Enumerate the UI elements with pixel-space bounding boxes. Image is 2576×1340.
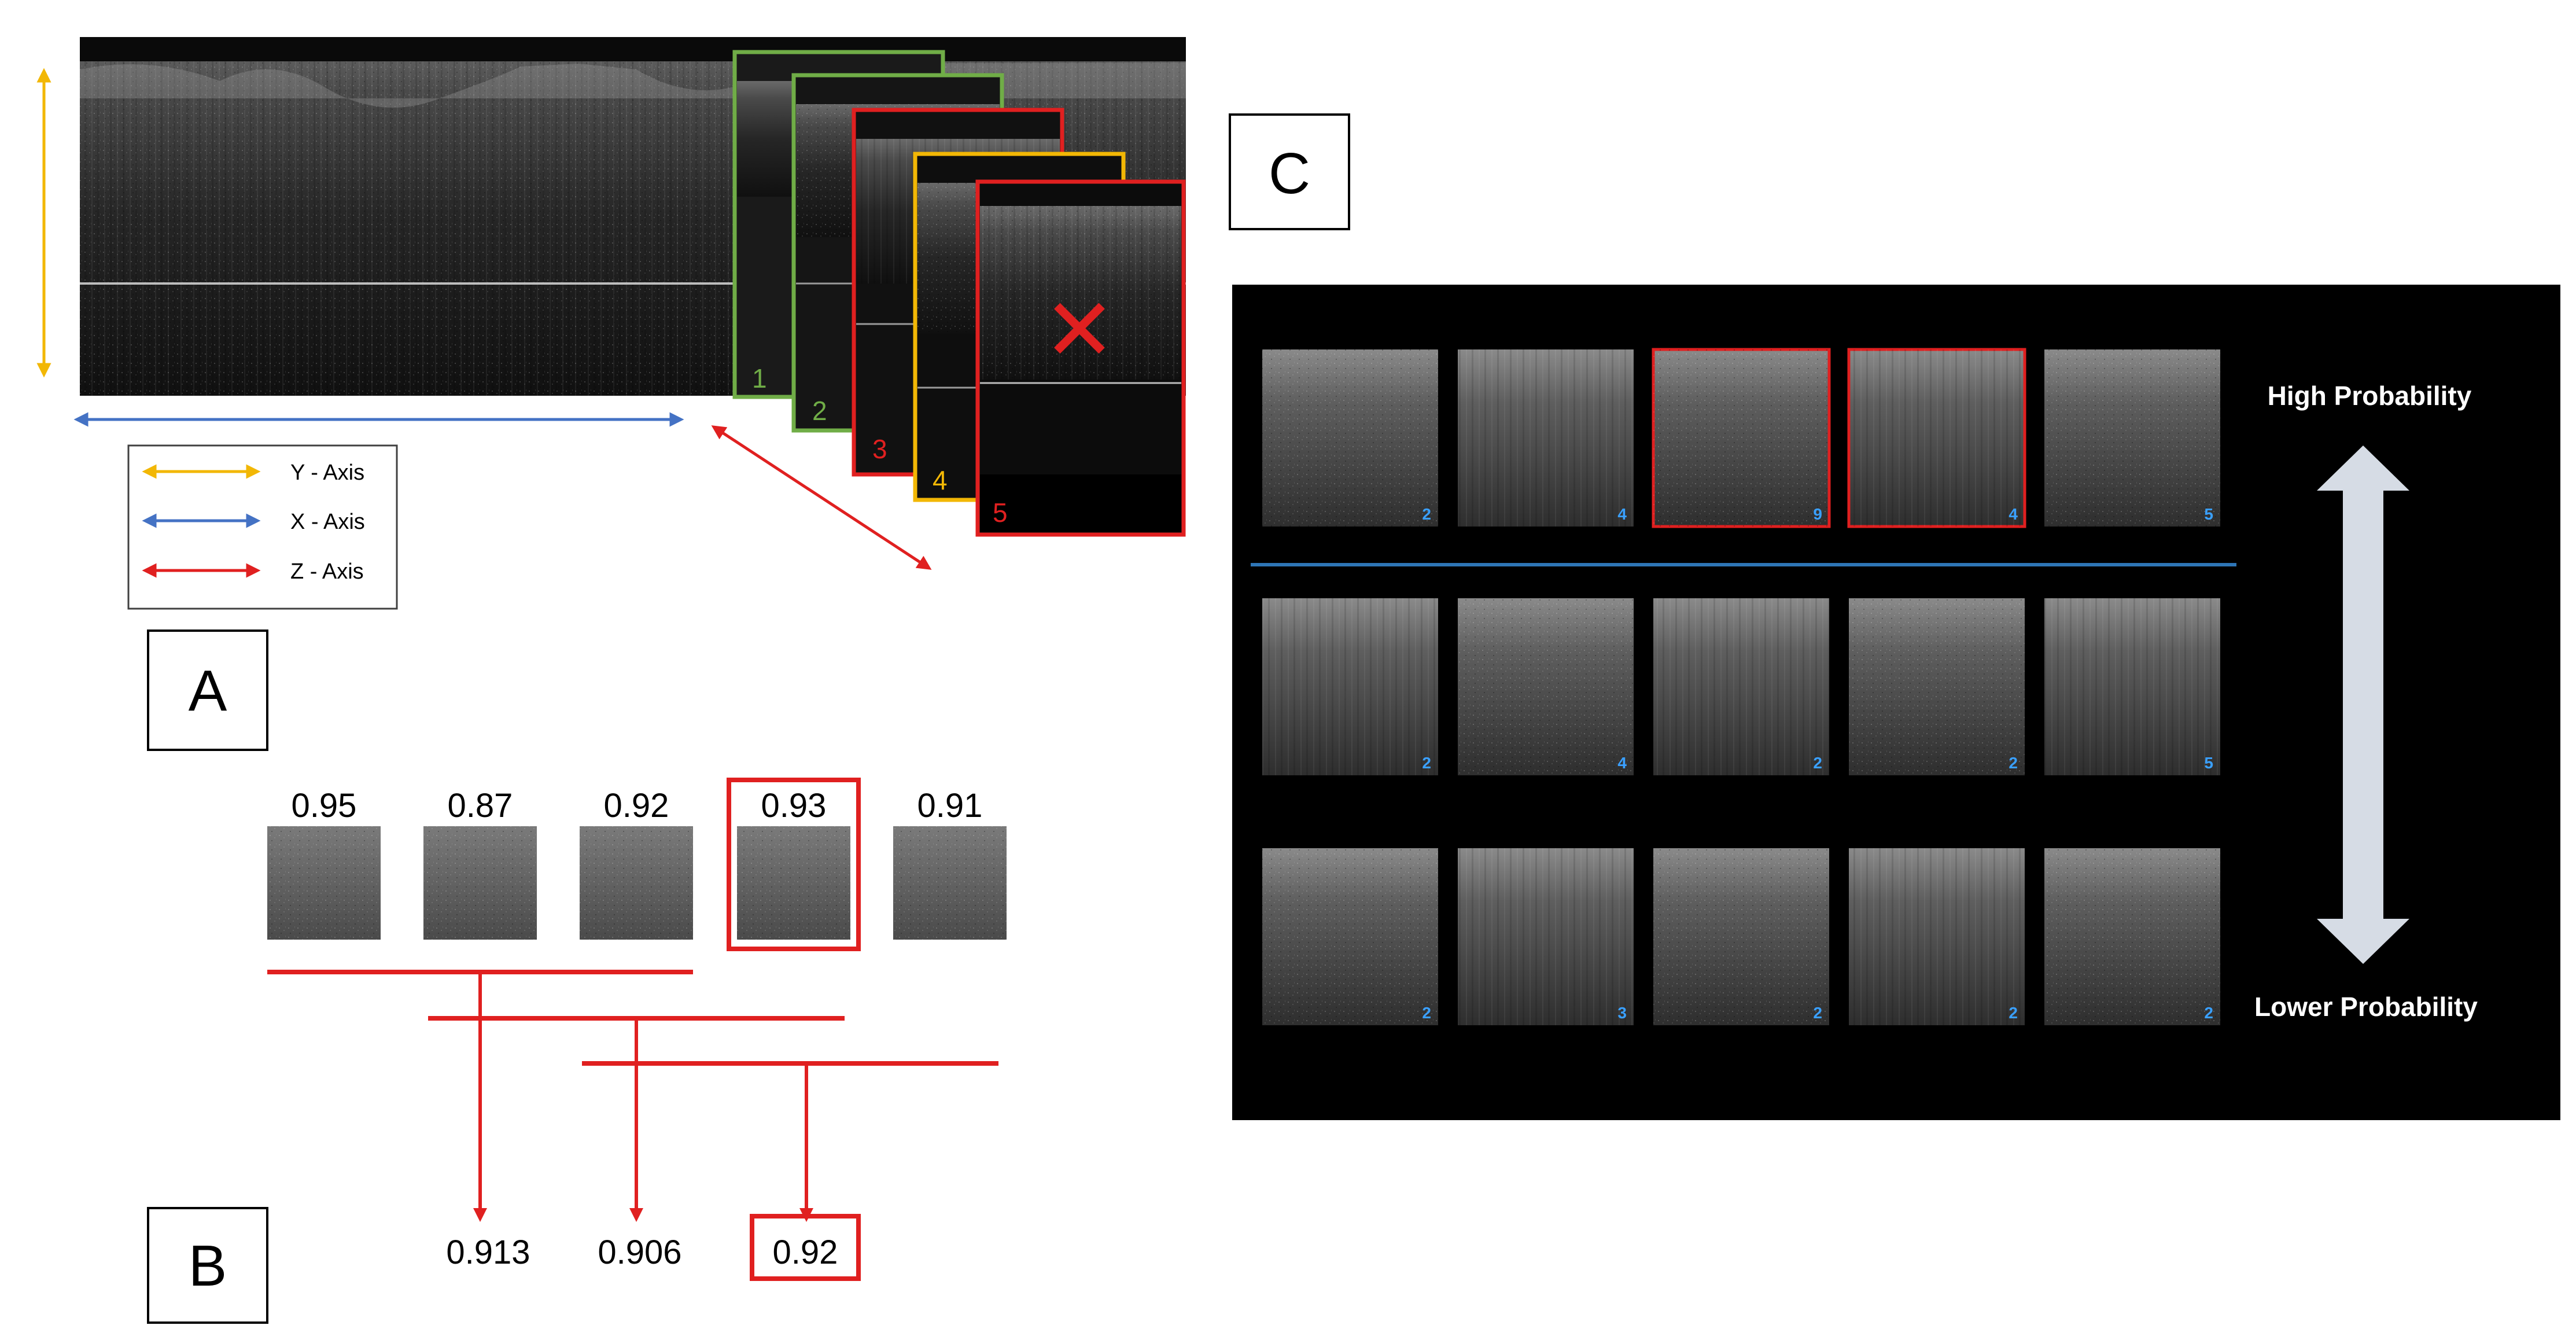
window-average-highlighted: 0.92 [773,1234,838,1271]
tile-flagged: 4 [1847,348,2026,528]
tile-number: 2 [2204,1004,2213,1022]
tile: 2 [1849,848,2025,1025]
frame-number: 5 [993,498,1008,528]
tile: 2 [1849,598,2025,775]
score: 0.87 [448,787,513,824]
tile-number: 3 [1617,1004,1627,1022]
frame-number: 1 [752,363,767,393]
tile-number: 2 [2009,1004,2018,1022]
tile: 4 [1458,598,1634,775]
tile-number: 2 [1422,754,1431,772]
high-probability-label: High Probability [2268,381,2472,411]
score: 0.95 [292,787,357,824]
tile: 3 [1458,848,1634,1025]
frame-number: 2 [812,396,827,426]
panel-b: 0.95 0.87 0.92 0.93 0.91 0.913 0.906 0.9… [147,778,1007,1324]
tile: 5 [2044,349,2220,527]
window-average: 0.913 [446,1234,530,1271]
highlight-box [727,778,861,951]
tile-number: 4 [1617,505,1627,523]
axis-legend: Y - Axis X - Axis Z - Axis [127,444,398,610]
panel-label-b: B [189,1234,227,1298]
frame-5: ✕ 5 [975,179,1186,537]
lower-probability-label: Lower Probability [2254,992,2478,1022]
legend-label: Z - Axis [290,559,364,584]
window-average: 0.906 [598,1234,681,1271]
tile-number: 4 [1617,754,1627,772]
tile-number: 2 [1422,505,1431,523]
tile-number: 2 [1422,1004,1431,1022]
score: 0.92 [604,787,669,824]
tile-flagged: 9 [1652,348,1831,528]
tile-number: 5 [2204,754,2213,772]
legend-label: X - Axis [290,510,365,534]
tile-number: 2 [2009,754,2018,772]
frame-number: 3 [872,434,887,464]
tile-number: 2 [1813,1004,1822,1022]
window-averages: 0.913 0.906 0.92 [446,1234,838,1271]
panel-label-a: A [189,658,227,723]
tile: 4 [1458,349,1634,527]
tile: 2 [1262,598,1438,775]
probability-arrow-icon [2317,446,2409,964]
tile-row-1: 2 4 9 4 5 [1262,348,2220,528]
reject-mark-icon: ✕ [1043,280,1116,381]
tile-row-2: 2 4 2 2 5 [1262,598,2220,775]
tile-row-3: 2 3 2 2 2 [1262,848,2220,1025]
panel-a: 1 2 3 4 [36,37,1186,751]
frame-scores: 0.95 0.87 0.92 0.93 0.91 [292,787,983,824]
tile-number: 2 [1813,754,1822,772]
score-highlighted: 0.93 [761,787,827,824]
highlight-average-box [750,1214,861,1281]
tile-number: 5 [2204,505,2213,523]
tile-number: 9 [1813,505,1822,523]
tile: 2 [2044,848,2220,1025]
tile: 5 [2044,598,2220,775]
tile: 2 [1262,349,1438,527]
frame-number: 4 [933,465,948,495]
tile-number: 4 [2009,505,2018,523]
tile: 2 [1653,598,1829,775]
panel-c: C 2 4 9 4 5 2 4 2 2 5 2 3 2 2 2 Hig [1229,113,2560,1120]
tile: 2 [1262,848,1438,1025]
z-axis-arrow [711,425,932,570]
panel-label-c: C [1269,141,1310,206]
sliding-windows [267,970,998,1222]
tile: 2 [1653,848,1829,1025]
legend-label: Y - Axis [290,461,364,485]
score-thumbnails [267,826,1007,940]
frame-stack: 1 2 3 4 [732,50,1186,537]
score: 0.91 [917,787,983,824]
